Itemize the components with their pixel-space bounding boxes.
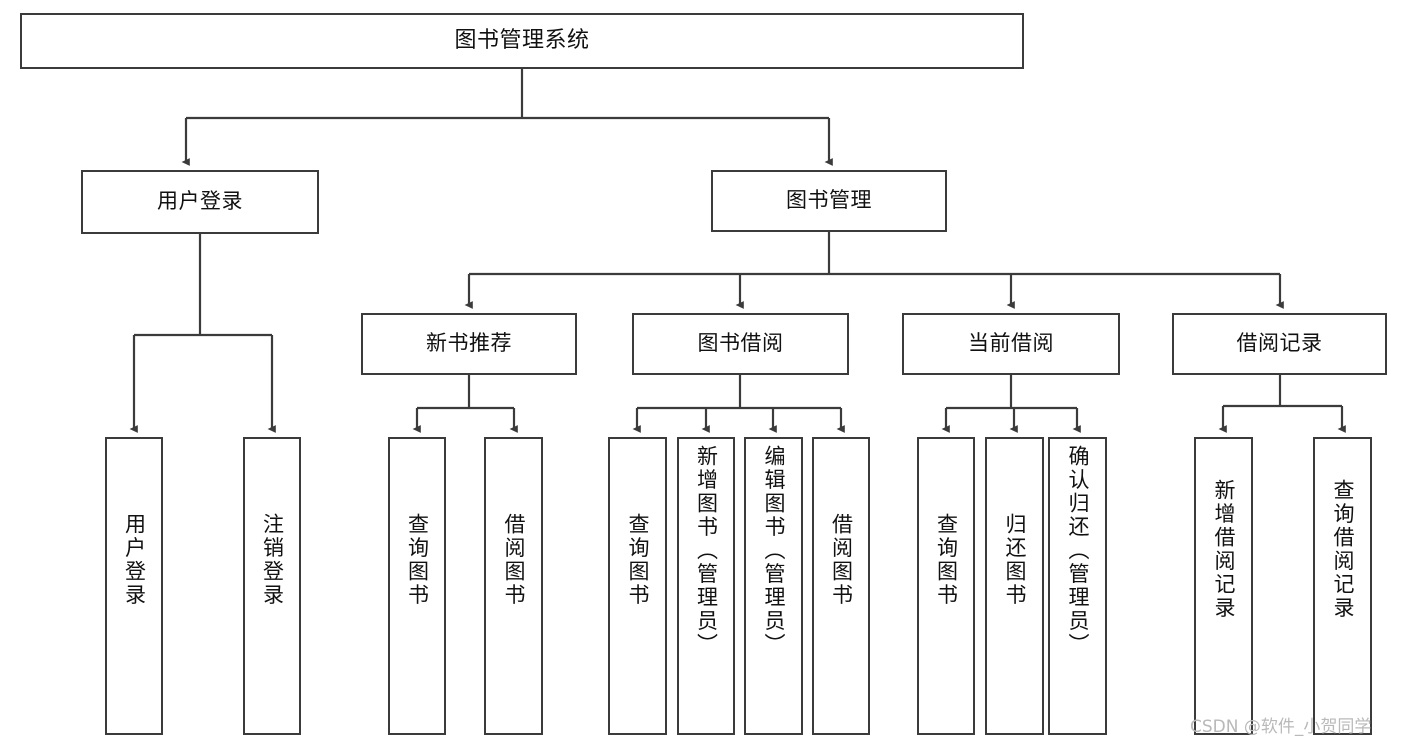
node-book-borrow[interactable]: 图书借阅 bbox=[632, 313, 849, 375]
leaf-borrow-edit-book-admin[interactable]: 编辑图书（管理员） bbox=[744, 437, 803, 735]
node-current-borrow-label: 当前借阅 bbox=[968, 331, 1054, 356]
leaf-borrow-add-book-admin[interactable]: 新增图书（管理员） bbox=[677, 437, 735, 735]
leaf-label: 注销登录 bbox=[260, 513, 285, 607]
node-user-login-label: 用户登录 bbox=[157, 189, 243, 214]
node-current-borrow[interactable]: 当前借阅 bbox=[902, 313, 1120, 375]
node-book-management[interactable]: 图书管理 bbox=[711, 170, 947, 232]
leaf-label: 编辑图书（管理员） bbox=[762, 445, 786, 657]
leaf-label: 新增图书（管理员） bbox=[694, 445, 719, 657]
leaf-new-book-borrow[interactable]: 借阅图书 bbox=[484, 437, 543, 735]
leaf-user-login-signout[interactable]: 注销登录 bbox=[243, 437, 301, 735]
node-book-borrow-label: 图书借阅 bbox=[697, 331, 784, 356]
watermark: CSDN @软件_小贺同学 bbox=[1190, 717, 1372, 737]
leaf-label: 查询图书 bbox=[626, 513, 650, 607]
node-borrow-records[interactable]: 借阅记录 bbox=[1172, 313, 1387, 375]
node-root-label: 图书管理系统 bbox=[454, 27, 590, 53]
node-new-book-recommend[interactable]: 新书推荐 bbox=[361, 313, 577, 375]
node-borrow-records-label: 借阅记录 bbox=[1236, 331, 1323, 356]
leaf-records-add-record[interactable]: 新增借阅记录 bbox=[1194, 437, 1253, 735]
node-user-login[interactable]: 用户登录 bbox=[81, 170, 319, 234]
leaf-label: 新增借阅记录 bbox=[1212, 479, 1236, 620]
node-root[interactable]: 图书管理系统 bbox=[20, 13, 1024, 69]
leaf-new-book-query[interactable]: 查询图书 bbox=[388, 437, 446, 735]
leaf-label: 用户登录 bbox=[122, 513, 147, 607]
leaf-current-query-book[interactable]: 查询图书 bbox=[917, 437, 975, 735]
leaf-current-return-book[interactable]: 归还图书 bbox=[985, 437, 1044, 735]
node-new-book-recommend-label: 新书推荐 bbox=[426, 331, 512, 356]
leaf-label: 查询图书 bbox=[405, 513, 430, 607]
leaf-label: 确认归还（管理员） bbox=[1066, 445, 1090, 657]
leaf-label: 借阅图书 bbox=[502, 513, 526, 607]
leaf-records-query-record[interactable]: 查询借阅记录 bbox=[1313, 437, 1372, 735]
leaf-label: 查询借阅记录 bbox=[1331, 479, 1355, 620]
leaf-label: 归还图书 bbox=[1003, 513, 1027, 607]
node-book-management-label: 图书管理 bbox=[786, 188, 872, 213]
leaf-label: 查询图书 bbox=[934, 513, 959, 607]
leaf-label: 借阅图书 bbox=[829, 513, 854, 607]
leaf-borrow-query-book[interactable]: 查询图书 bbox=[608, 437, 667, 735]
leaf-borrow-borrow-book[interactable]: 借阅图书 bbox=[812, 437, 870, 735]
leaf-user-login-signin[interactable]: 用户登录 bbox=[105, 437, 163, 735]
leaf-current-confirm-return-admin[interactable]: 确认归还（管理员） bbox=[1048, 437, 1107, 735]
